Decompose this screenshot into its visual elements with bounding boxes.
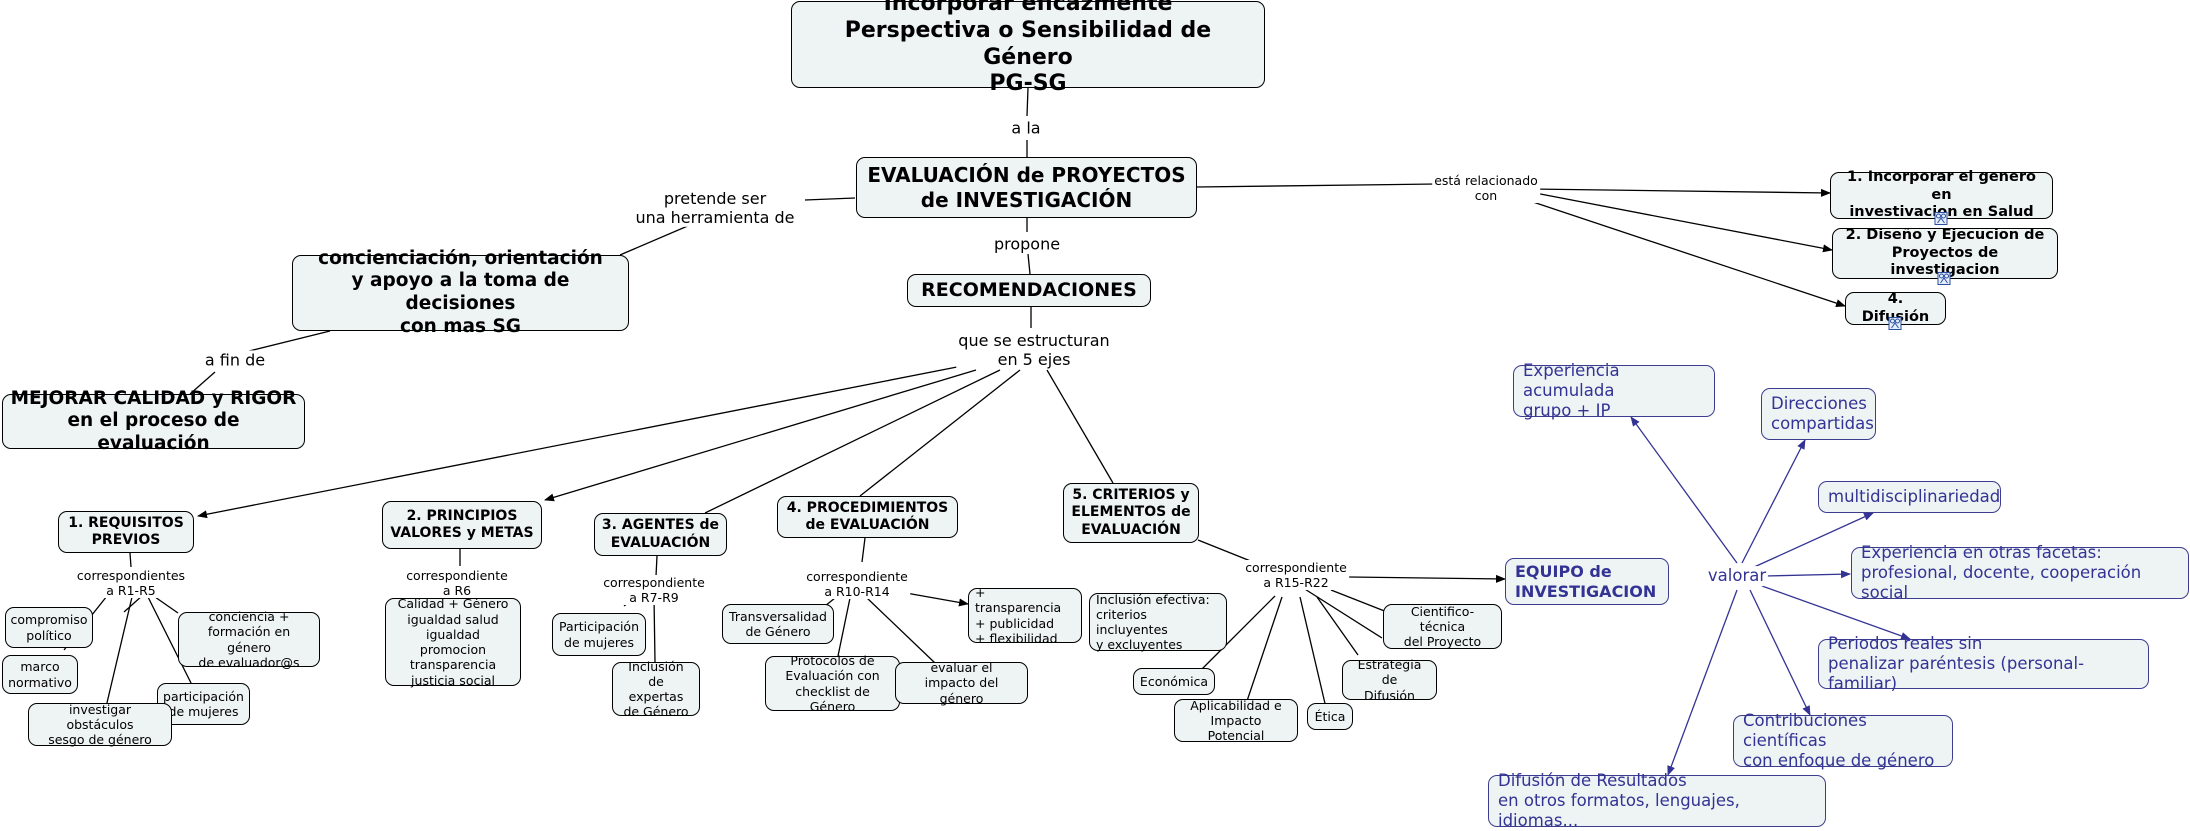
contribuciones-cientificas-node[interactable]: Contribuciones científicas con enfoque d… [1733,711,1953,770]
mejorar-calidad-node[interactable]: MEJORAR CALIDAD y RIGOR en el proceso de… [2,388,305,454]
economica-node[interactable]: Económica [1133,668,1215,695]
link-label-correspondiente-r6: correspondiente a R6 [404,568,510,598]
linked-map-diseno-ejecucion[interactable]: 2. Diseño y Ejecucion de Proyectos de in… [1832,227,2058,279]
experiencia-acumulada-node[interactable]: Experiencia acumulada grupo + IP [1513,361,1715,420]
estrategia-difusion-node[interactable]: Estrategia de Difusión [1342,657,1437,703]
difusion-resultados-node[interactable]: Difusión de Resultados en otros formatos… [1488,771,1826,830]
inclusion-expertas-node[interactable]: Inclusión de expertas de Género [612,659,700,719]
link-icon[interactable] [1937,272,1951,285]
axis-principios-node[interactable]: 2. PRINCIPIOS VALORES y METAS [382,501,542,549]
axis-criterios-node[interactable]: 5. CRITERIOS y ELEMENTOS de EVALUACIÓN [1063,483,1199,543]
evaluar-impacto-node[interactable]: evaluar el impacto del género [895,660,1028,706]
marco-normativo-node[interactable]: marco normativo [2,655,78,694]
participacion-de-mujeres-node[interactable]: Participación de mujeres [552,613,646,656]
equipo-investigacion-node[interactable]: EQUIPO de INVESTIGACION [1505,558,1669,605]
link-label-esta-relacionado: está relacionado con [1432,173,1540,203]
link-icon[interactable] [1888,317,1902,330]
inclusion-efectiva-node[interactable]: Inclusión efectiva: criterios incluyente… [1089,592,1227,652]
experiencia-otras-facetas-node[interactable]: Experiencia en otras facetas: profesiona… [1851,543,2189,602]
periodos-reales-node[interactable]: Periodos reales sin penalizar paréntesis… [1818,634,2149,693]
recomendaciones-node[interactable]: RECOMENDACIONES [907,274,1151,307]
axis-requisitos-node[interactable]: 1. REQUISITOS PREVIOS [58,511,194,553]
direcciones-compartidas-node[interactable]: Direcciones compartidas [1761,388,1876,440]
evaluacion-node[interactable]: EVALUACIÓN de PROYECTOS de INVESTIGACIÓN [856,157,1197,218]
linked-map-incorporar-genero[interactable]: 1. Incorporar el genero en investivacion… [1830,169,2053,220]
link-label-correspondiente-r7: correspondiente a R7-R9 [601,575,707,605]
link-label-correspondiente-r10: correspondiente a R10-R14 [804,569,910,599]
link-label-a-fin-de: a fin de [202,350,268,370]
axis-agentes-node[interactable]: 3. AGENTES de EVALUACIÓN [594,513,727,556]
link-label-a-la: a la [1009,118,1043,138]
investigar-obstaculos-node[interactable]: investigar obstáculos sesgo de género [28,702,172,747]
calidad-genero-node[interactable]: Calidad + Género igualdad salud igualdad… [385,596,521,688]
protocolos-node[interactable]: Protocolos de Evaluación con checklist d… [765,653,900,714]
conciencia-formacion-node[interactable]: conciencia + formación en género de eval… [178,609,320,670]
main-concept-node[interactable]: Incorporar eficazmente Perspectiva o Sen… [791,0,1265,96]
cientifico-tecnica-node[interactable]: Cientifico-técnica del Proyecto [1383,604,1502,649]
etica-node[interactable]: Ética [1307,703,1353,730]
transversalidad-node[interactable]: Transversalidad de Género [722,604,834,644]
axis-procedimientos-node[interactable]: 4. PROCEDIMIENTOS de EVALUACIÓN [777,496,958,538]
compromiso-politico-node[interactable]: compromiso político [5,607,93,648]
multidisciplinariedad-node[interactable]: multidisciplinariedad [1818,481,2001,513]
link-label-valorar: valorar [1705,566,1769,586]
transparencia-node[interactable]: + transparencia + publicidad + flexibili… [968,585,1082,646]
link-icon[interactable] [1934,212,1948,225]
link-label-pretende: pretende ser una herramienta de [633,188,797,228]
link-label-correspondientes-r1: correspondientes a R1-R5 [74,568,188,598]
link-label-que-se-estructuran: que se estructuran en 5 ejes [956,330,1112,370]
link-label-correspondiente-r15: correspondiente a R15-R22 [1243,560,1349,590]
link-label-propone: propone [991,234,1063,254]
concienciacion-node[interactable]: concienciación, orientación y apoyo a la… [292,248,629,337]
aplicabilidad-node[interactable]: Aplicabilidad e Impacto Potencial [1174,698,1298,743]
